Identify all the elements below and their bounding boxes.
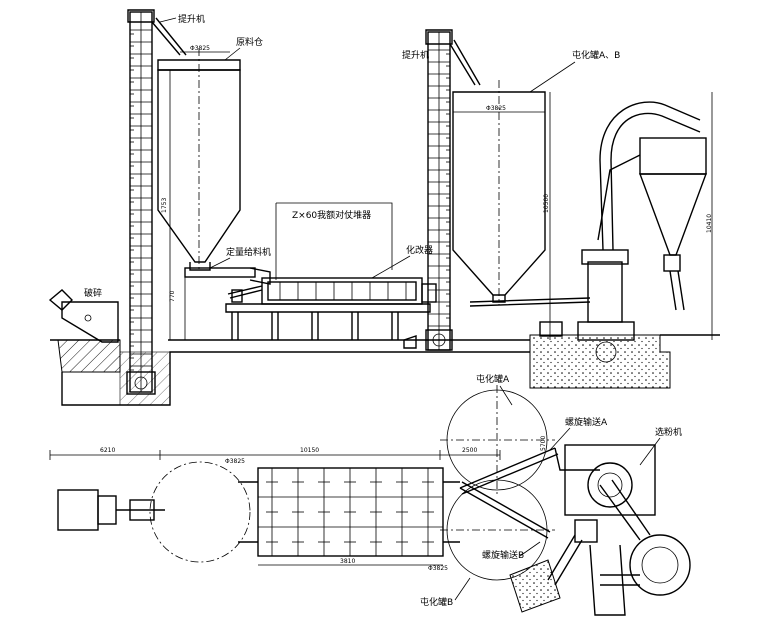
elevator-2: 提升机 (402, 29, 481, 351)
dim-mill-h: 10410 (706, 214, 713, 233)
modifier-machine: 化改器 (225, 244, 437, 349)
label-crusher: 破碎 (84, 287, 102, 299)
feeder: 定量给料机 (184, 246, 271, 285)
label-silo: 原料仓 (236, 36, 263, 48)
screw-conveyors: 螺旋输送A 螺旋输送B (459, 416, 608, 561)
label-tank-b: 屯化罐B (420, 596, 453, 608)
elevation-view: 破碎 提升机 Φ3825 原料仓 1753 770 (48, 9, 720, 406)
dim-plan-a-h: 5700 (540, 436, 547, 451)
crusher-pit (57, 339, 121, 373)
plan-reactor: 3810 (238, 467, 460, 566)
label-tank-a: 屯化罐A (476, 373, 510, 385)
label-elevator-1: 提升机 (178, 13, 205, 25)
label-tank-ab: 屯化罐A、B (572, 49, 620, 61)
dim-plan-b-dia: Φ3825 (428, 565, 448, 572)
dim-plan-left: 6210 (100, 447, 115, 454)
grinding-mill: 10410 (539, 92, 713, 363)
plan-silo (149, 461, 251, 563)
raw-material-silo: Φ3825 原料仓 1753 770 (157, 36, 263, 340)
elevator-1: 提升机 (126, 9, 205, 395)
label-modifier: 化改器 (406, 244, 433, 256)
dim-tank-dia: Φ3825 (486, 105, 506, 112)
label-reactor-box: Z×60我额对仗堆器 (292, 209, 371, 221)
dim-silo-dia: Φ3825 (190, 45, 210, 52)
plan-mill: 选粉机 (509, 426, 691, 616)
mill-foundation (529, 334, 671, 389)
plan-view: 6210 10150 2500 Φ3825 3810 屯化罐A 5700 (49, 373, 691, 616)
dim-plan-silo-dia: Φ3825 (225, 458, 245, 465)
storage-tank-ab: Φ3825 屯化罐A、B 10500 (452, 49, 620, 340)
label-elevator-2: 提升机 (402, 49, 429, 61)
crusher: 破碎 (48, 287, 119, 343)
label-screw-a: 螺旋输送A (565, 416, 608, 428)
label-feeder: 定量给料机 (226, 246, 271, 258)
dim-plan-mid: 10150 (300, 447, 319, 454)
dim-silo-h: 1753 (161, 198, 168, 213)
dim-plan-right: 2500 (462, 447, 477, 454)
plan-crusher (57, 489, 99, 531)
label-screw-b: 螺旋输送B (482, 549, 524, 561)
dim-tank-h: 10500 (543, 194, 550, 213)
plan-tank-a: 屯化罐A 5700 (440, 373, 555, 495)
plan-tank-b: Φ3825 屯化罐B (420, 479, 555, 608)
dim-plan-reactor-w: 3810 (340, 558, 355, 565)
label-classifier: 选粉机 (655, 426, 682, 438)
dim-silo-low: 770 (169, 290, 176, 302)
reactor-box: Z×60我额对仗堆器 (275, 202, 393, 280)
